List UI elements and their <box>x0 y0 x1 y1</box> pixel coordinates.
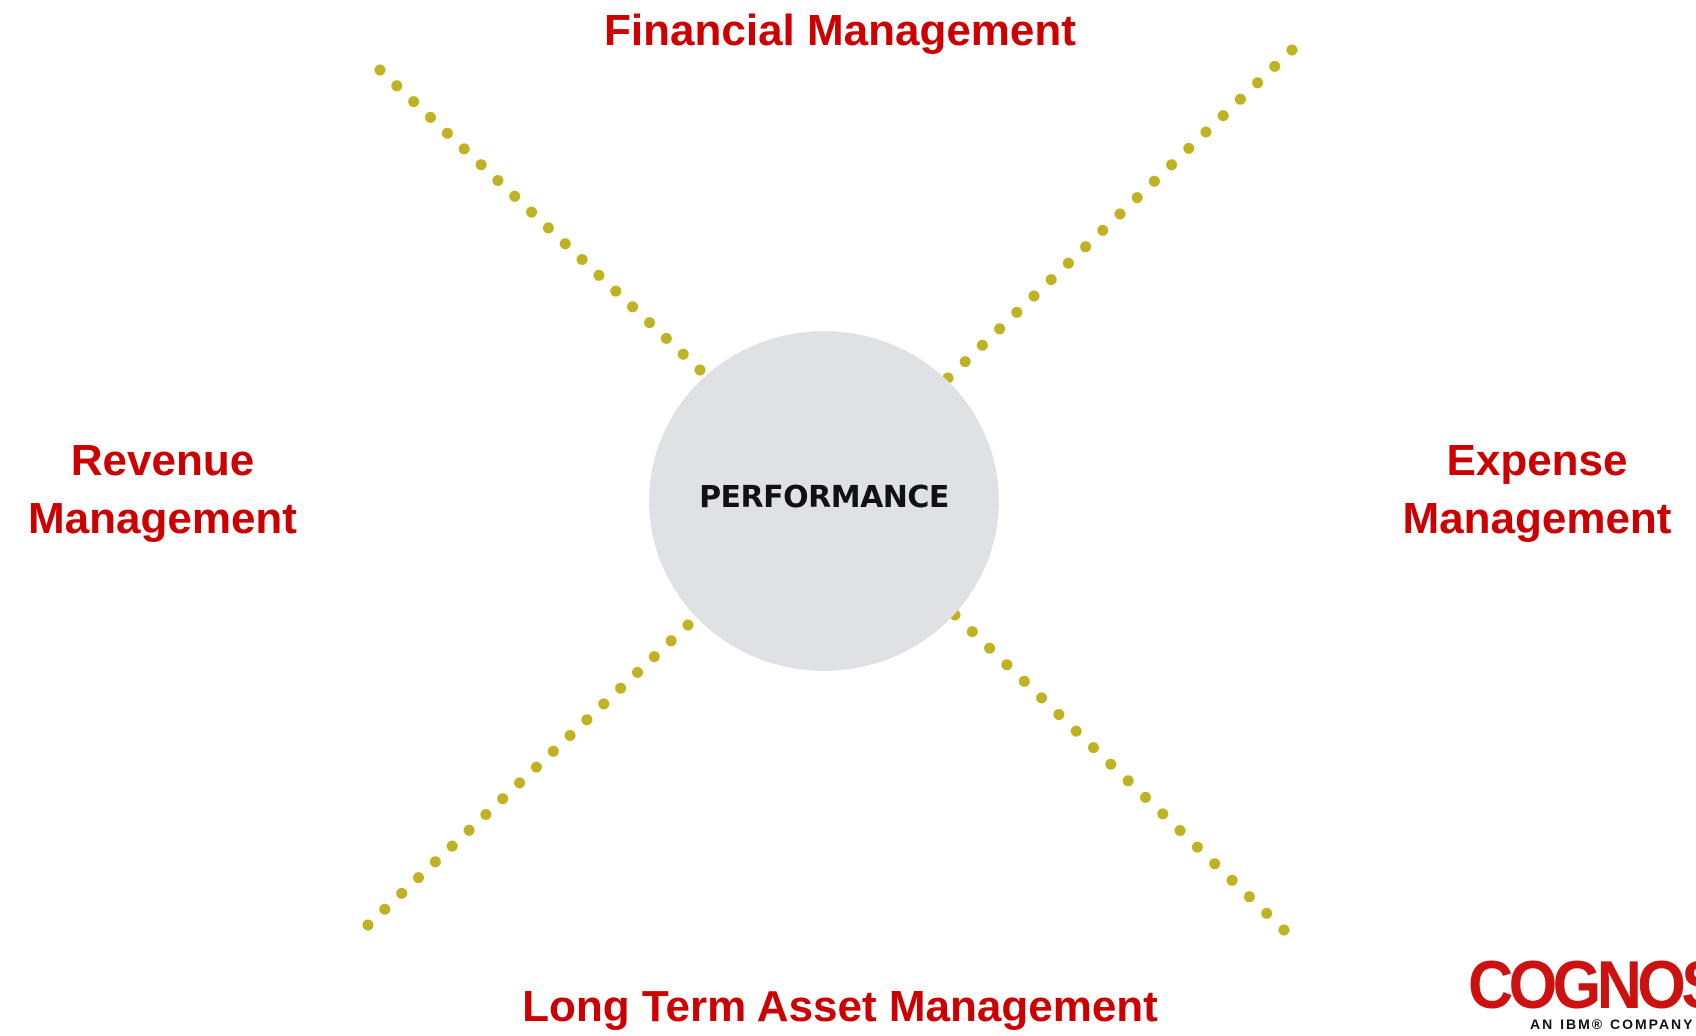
connector-dot-bottom-left <box>379 903 391 915</box>
connector-dot-top-left <box>374 64 386 76</box>
connector-dot-top-right <box>1080 241 1092 253</box>
connector-dot-top-right <box>1200 126 1212 138</box>
connector-dot-bottom-right <box>1018 675 1030 687</box>
connector-dot-bottom-left <box>648 651 660 663</box>
connector-dot-top-left <box>475 159 487 171</box>
connector-dot-top-right <box>959 356 971 368</box>
connector-dot-bottom-left <box>362 919 374 931</box>
connector-dot-top-right <box>1131 192 1143 204</box>
performance-label: PERFORMANCE <box>699 480 949 515</box>
performance-hub-circle <box>649 331 999 671</box>
connector-dot-top-left <box>526 206 538 218</box>
connector-dot-bottom-left <box>446 840 458 852</box>
connector-dot-top-right <box>1166 159 1178 171</box>
connector-dot-top-left <box>492 175 504 186</box>
cognos-logo: COGNOS AN IBM® COMPANY <box>1468 946 1696 1032</box>
connector-dot-top-right <box>1011 306 1023 318</box>
connector-dot-bottom-right <box>1070 725 1082 737</box>
connector-dot-bottom-right <box>1243 891 1255 903</box>
connector-dot-top-right <box>1097 224 1109 236</box>
connector-dot-top-right <box>1062 257 1074 269</box>
connector-dot-top-left <box>458 143 470 155</box>
connector-dot-bottom-right <box>1226 874 1238 886</box>
connector-dot-bottom-right <box>1174 825 1186 836</box>
connector-dot-top-right <box>1148 175 1160 187</box>
connector-dot-bottom-left <box>396 887 408 899</box>
connector-dot-bottom-left <box>429 856 441 868</box>
connector-dot-top-right <box>1269 60 1281 72</box>
connector-dot-top-left <box>408 96 420 108</box>
connector-dot-bottom-right <box>1261 907 1273 919</box>
financial-management-label: Financial Management <box>604 6 1076 55</box>
revenue-management-label: Revenue Management <box>28 436 297 543</box>
connector-dot-top-right <box>1286 44 1298 56</box>
connector-dot-bottom-right <box>1140 791 1151 803</box>
connector-dot-top-right <box>1252 77 1264 89</box>
connector-dot-top-left <box>391 80 403 92</box>
cognos-wordmark: COGNOS <box>1468 947 1696 1023</box>
connector-dot-bottom-left <box>682 619 694 631</box>
connector-dot-bottom-left <box>530 761 542 773</box>
connector-dot-bottom-right <box>984 642 996 654</box>
connector-dot-top-left <box>542 222 554 234</box>
connector-dot-bottom-right <box>1209 858 1221 870</box>
connector-dot-top-left <box>576 254 588 265</box>
connector-dot-bottom-right <box>1278 924 1290 936</box>
connector-dot-top-right <box>1234 93 1246 105</box>
connector-dot-bottom-left <box>564 730 576 741</box>
connector-dot-bottom-left <box>463 824 475 836</box>
connector-dot-top-left <box>559 238 571 250</box>
connector-dot-bottom-left <box>480 809 492 820</box>
connector-dot-bottom-right <box>1191 841 1203 853</box>
connector-dot-bottom-left <box>514 777 526 789</box>
connector-dot-bottom-right <box>1036 692 1048 704</box>
connector-dot-top-left <box>593 269 605 281</box>
connector-dot-top-right <box>994 323 1006 335</box>
connector-dot-top-right <box>1028 290 1040 302</box>
connector-dot-bottom-left <box>598 698 610 710</box>
connector-dot-bottom-right <box>1053 709 1065 720</box>
connector-dot-top-left <box>509 190 521 202</box>
connector-dot-bottom-right <box>1105 758 1117 770</box>
connector-dot-top-left <box>441 127 453 139</box>
connector-dot-bottom-right <box>966 626 978 638</box>
connector-dot-bottom-left <box>413 872 424 884</box>
connector-dot-top-right <box>1217 110 1229 122</box>
connector-dot-top-right <box>976 339 988 351</box>
connector-dot-bottom-right <box>1122 775 1134 787</box>
expense-management-label: Expense Management <box>1402 436 1672 543</box>
connector-dot-top-left <box>610 285 622 297</box>
connector-dot-bottom-left <box>581 714 593 726</box>
connector-dot-top-left <box>627 301 639 313</box>
connector-dot-top-left <box>644 317 655 329</box>
connector-dot-bottom-left <box>497 793 509 805</box>
dotted-connectors <box>362 44 1298 936</box>
connector-dot-bottom-right <box>1088 742 1099 754</box>
connector-dot-top-right <box>1183 142 1195 154</box>
connector-dot-bottom-right <box>1001 659 1013 671</box>
connector-dot-top-left <box>660 332 672 344</box>
connector-dot-bottom-left <box>615 682 627 694</box>
ibm-company-tagline: AN IBM® COMPANY <box>1530 1016 1695 1032</box>
long-term-asset-management-label: Long Term Asset Management <box>522 982 1158 1031</box>
connector-dot-top-left <box>694 364 706 376</box>
connector-dot-bottom-right <box>1157 808 1169 820</box>
connector-dot-top-right <box>1114 208 1126 220</box>
connector-dot-top-left <box>425 111 436 123</box>
connector-dot-bottom-left <box>547 745 559 757</box>
connector-dot-bottom-left <box>665 635 677 647</box>
connector-dot-top-right <box>1045 274 1057 286</box>
connector-dot-top-left <box>677 348 689 360</box>
connector-dot-bottom-left <box>632 666 643 678</box>
